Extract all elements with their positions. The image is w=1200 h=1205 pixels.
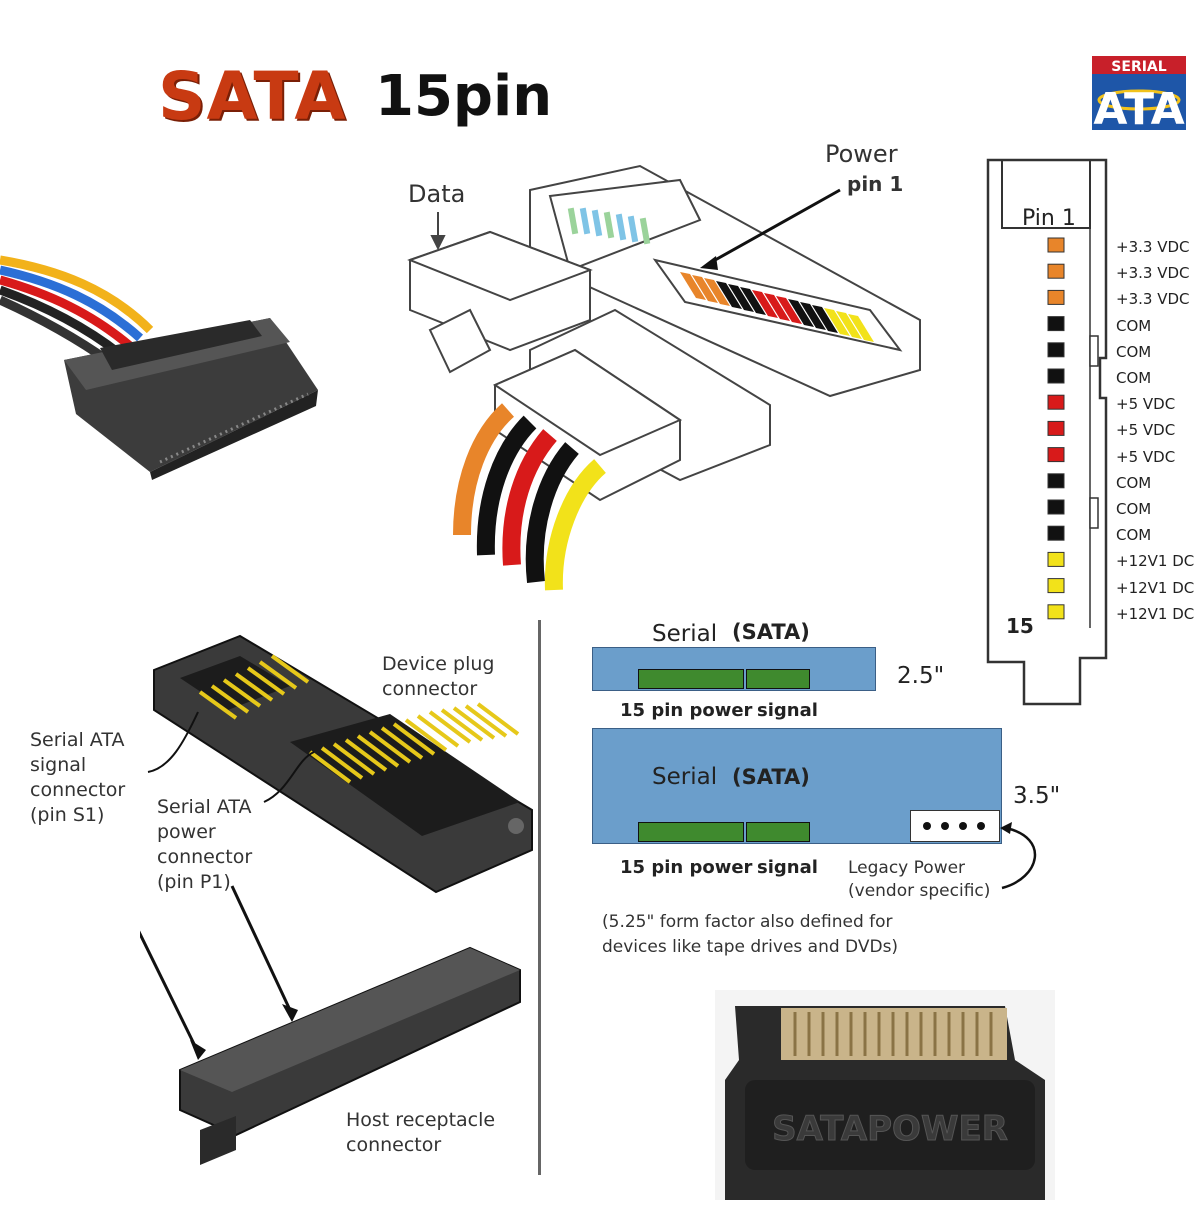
title-sata: SATA bbox=[158, 58, 347, 135]
drive-35-pcb-power bbox=[638, 822, 744, 842]
device-plug-label: Device plug connector bbox=[382, 652, 494, 702]
signal-connector-line4: (pin S1) bbox=[30, 804, 105, 826]
power-connector-line2: power bbox=[157, 821, 216, 843]
legacy-power-line1: Legacy Power bbox=[848, 858, 966, 878]
form-factor-note-line2: devices like tape drives and DVDs) bbox=[602, 937, 899, 957]
title-15pin: 15pin bbox=[375, 64, 553, 129]
pin-square bbox=[1047, 263, 1065, 279]
pin-label: COM bbox=[1116, 369, 1152, 387]
pin-square bbox=[1047, 237, 1065, 253]
power-connector-line3: connector bbox=[157, 846, 253, 868]
pin-square bbox=[1047, 447, 1065, 463]
drive-25-sata: (SATA) bbox=[732, 620, 810, 644]
section-divider bbox=[538, 620, 541, 1175]
logo-main-text: ATA bbox=[1093, 84, 1184, 130]
pin-label: COM bbox=[1116, 500, 1152, 518]
drive-25-pcb-power bbox=[638, 669, 744, 689]
drive-25-pcb-signal bbox=[746, 669, 810, 689]
legacy-power-arrow bbox=[990, 818, 1060, 898]
power-connector-line4: (pin P1) bbox=[157, 871, 231, 893]
drive-25-signal-label: signal bbox=[757, 700, 818, 721]
pin-square bbox=[1047, 473, 1065, 489]
pin-label: COM bbox=[1116, 473, 1152, 492]
pin-square bbox=[1047, 578, 1065, 594]
power-label: Power bbox=[825, 140, 898, 168]
pin-label: +12V1 DC bbox=[1116, 552, 1195, 571]
drive-25-power-label: 15 pin power bbox=[620, 700, 753, 721]
pin-label: +5 VDC bbox=[1116, 421, 1176, 440]
drive-35-power-label: 15 pin power bbox=[620, 857, 753, 878]
drive-35-size: 3.5" bbox=[1013, 783, 1061, 809]
signal-connector-line3: connector bbox=[30, 779, 126, 801]
drive-35-signal-label: signal bbox=[757, 857, 818, 878]
pin-label: +5 VDC bbox=[1116, 395, 1176, 414]
device-plug-line1: Device plug bbox=[382, 653, 495, 675]
form-factor-note: (5.25" form factor also defined for devi… bbox=[602, 910, 898, 960]
pin-label: +3.3 VDC bbox=[1116, 238, 1190, 256]
pin-squares bbox=[1047, 237, 1065, 620]
device-host-connector-drawing bbox=[86, 630, 540, 1175]
pin-square bbox=[1047, 316, 1065, 332]
pin-square bbox=[1047, 289, 1065, 305]
pin-label: +12V1 DC bbox=[1116, 578, 1195, 597]
host-receptacle-label: Host receptacle connector bbox=[346, 1108, 495, 1158]
pinout-pin1-label: Pin 1 bbox=[1022, 206, 1076, 231]
pin-square bbox=[1047, 551, 1065, 567]
host-receptacle-line1: Host receptacle bbox=[346, 1109, 496, 1131]
pinout-diagram bbox=[986, 158, 1110, 706]
power-connector-line1: Serial ATA bbox=[157, 796, 252, 818]
legacy-power-connector bbox=[910, 810, 1000, 842]
pin-square bbox=[1047, 420, 1065, 436]
drive-25-size: 2.5" bbox=[897, 663, 945, 689]
signal-connector-line1: Serial ATA bbox=[30, 729, 125, 751]
host-receptacle-line2: connector bbox=[346, 1134, 442, 1156]
power-connector-label: Serial ATA power connector (pin P1) bbox=[157, 795, 252, 895]
legacy-power-label: Legacy Power (vendor specific) bbox=[848, 857, 990, 903]
sata-cable-photo bbox=[0, 230, 330, 490]
pin-square bbox=[1047, 604, 1065, 620]
drive-25-serial: Serial bbox=[652, 621, 718, 647]
legacy-power-line2: (vendor specific) bbox=[848, 881, 991, 901]
pin-square bbox=[1047, 394, 1065, 410]
drive-35-serial: Serial bbox=[652, 764, 718, 790]
isometric-connector-diagram bbox=[400, 160, 940, 600]
drive-35-pcb-signal bbox=[746, 822, 810, 842]
pin-label: +5 VDC bbox=[1116, 447, 1176, 466]
serial-ata-logo: SERIAL ATA bbox=[1092, 56, 1186, 135]
pin-label: +12V1 DC bbox=[1116, 604, 1195, 623]
form-factor-note-line1: (5.25" form factor also defined for bbox=[602, 912, 893, 932]
logo-top-text: SERIAL bbox=[1111, 59, 1166, 75]
data-label: Data bbox=[408, 180, 466, 208]
pin-square bbox=[1047, 368, 1065, 384]
drive-35-sata: (SATA) bbox=[732, 765, 810, 789]
signal-connector-line2: signal bbox=[30, 754, 87, 776]
pin-square bbox=[1047, 499, 1065, 515]
pin-label: +3.3 VDC bbox=[1116, 264, 1190, 283]
pin-square bbox=[1047, 525, 1065, 541]
device-plug-line2: connector bbox=[382, 678, 478, 700]
pin-square bbox=[1047, 342, 1065, 358]
sata-power-emboss: SATAPOWER bbox=[772, 1109, 1008, 1149]
pin-label: COM bbox=[1116, 316, 1152, 335]
pin-label: COM bbox=[1116, 526, 1152, 545]
pinout-pin15-label: 15 bbox=[1006, 614, 1034, 638]
sata-power-plug-photo: SATAPOWER bbox=[715, 990, 1055, 1200]
power-pin1-label: pin 1 bbox=[847, 172, 904, 196]
signal-connector-label: Serial ATA signal connector (pin S1) bbox=[30, 728, 125, 828]
pin-label: +3.3 VDC bbox=[1116, 290, 1190, 309]
pin-label: COM bbox=[1116, 342, 1152, 361]
